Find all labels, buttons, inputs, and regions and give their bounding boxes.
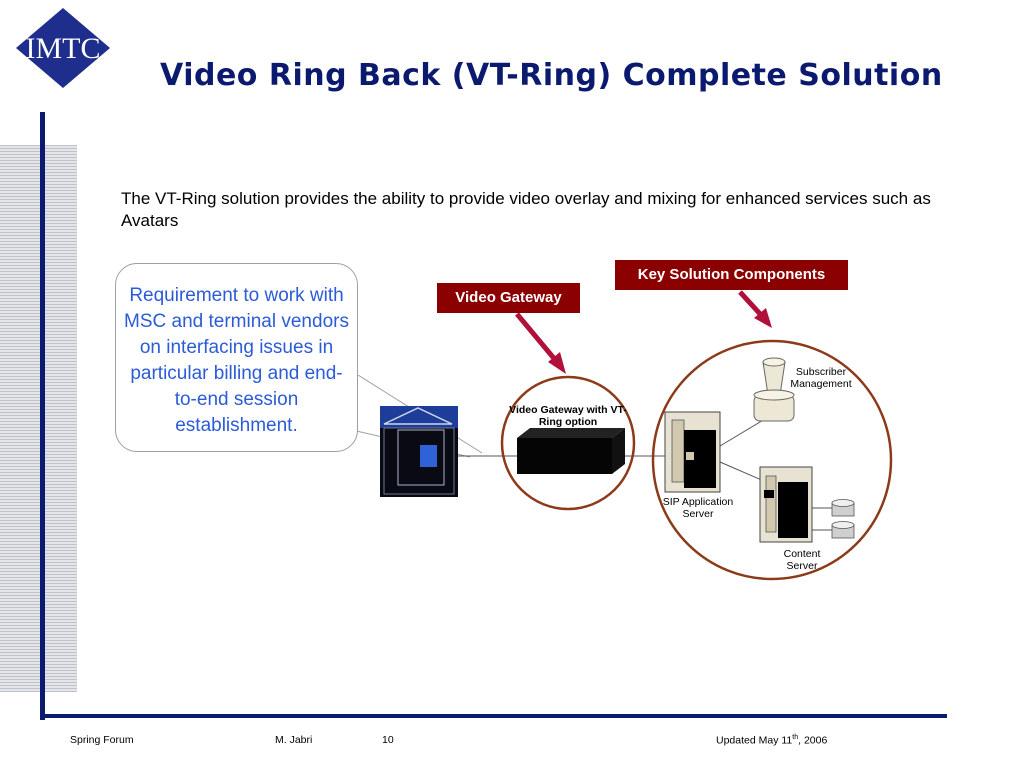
subscriber-management-icon (753, 357, 795, 422)
arrow-to-gateway-icon (515, 312, 566, 374)
footer-event: Spring Forum (70, 734, 134, 746)
arrow-to-components-icon (738, 290, 772, 328)
decorative-stripe (0, 145, 77, 692)
updated-sup: th (792, 734, 799, 741)
key-components-label: Key Solution Components (615, 260, 848, 290)
video-gateway-box-icon (517, 428, 625, 474)
video-gateway-caption: Video Gateway with VT-Ring option (509, 404, 627, 428)
content-server-caption: Content Server (783, 548, 821, 572)
callout-text: Requirement to work with MSC and termina… (124, 285, 349, 436)
footer-author: M. Jabri (275, 734, 313, 746)
callout-box (115, 263, 358, 452)
video-gateway-circle (500, 375, 636, 511)
terminal-device-icon (380, 406, 458, 497)
key-components-circle (651, 339, 893, 581)
subscriber-caption: Subscriber Management (790, 366, 852, 390)
database-icon (831, 499, 855, 539)
vertical-rule (40, 112, 45, 720)
sip-server-icon (664, 411, 721, 493)
footer-rule (40, 714, 947, 718)
imtc-logo: IMTC (16, 8, 110, 88)
footer-updated: Updated May 11th, 2006 (716, 734, 827, 747)
updated-suffix: , 2006 (798, 734, 828, 747)
updated-prefix: Updated May 11 (716, 734, 793, 747)
intro-text: The VT-Ring solution provides the abilit… (121, 189, 931, 230)
content-server-icon (759, 466, 813, 543)
logo-text: IMTC (26, 32, 101, 65)
sip-server-caption: SIP Application Server (662, 496, 734, 520)
video-gateway-label: Video Gateway (437, 283, 580, 313)
slide-title: Video Ring Back (VT-Ring) Complete Solut… (160, 58, 943, 93)
page-number: 10 (382, 734, 394, 746)
